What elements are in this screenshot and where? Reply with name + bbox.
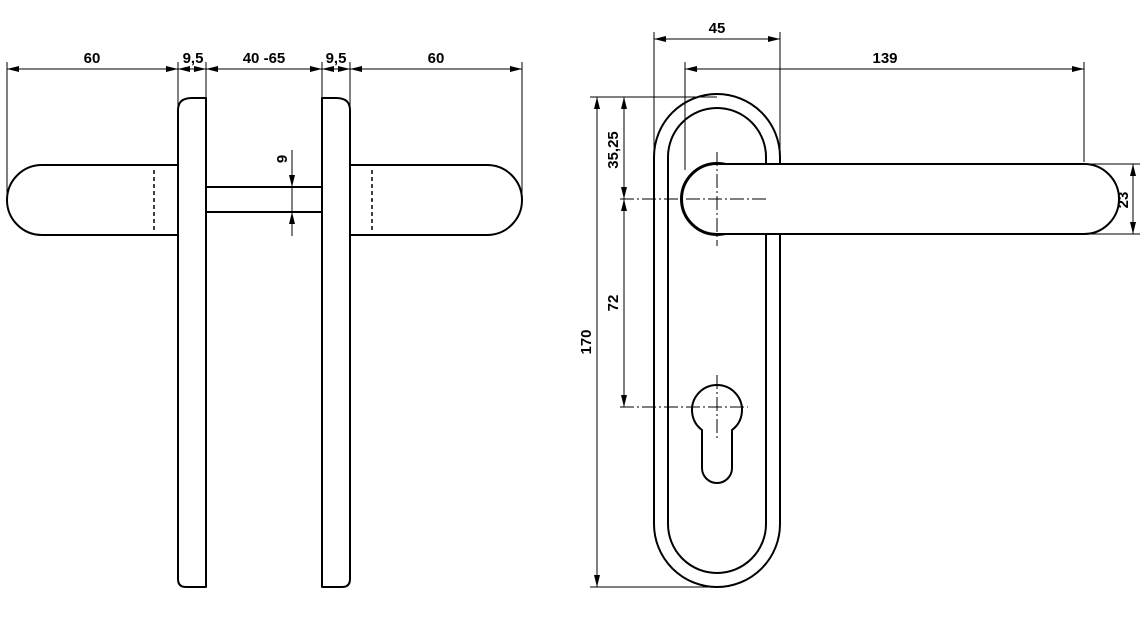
arrow bbox=[510, 66, 522, 72]
dim-spindle-to-cylinder: 72 bbox=[605, 295, 622, 312]
backplate-inner bbox=[667, 107, 767, 574]
arrow bbox=[621, 97, 627, 109]
front-view: 45 139 170 35,25 72 23 bbox=[578, 20, 1140, 588]
dim-spindle-offset: 35,25 bbox=[605, 131, 622, 169]
arrow bbox=[350, 66, 362, 72]
arrow bbox=[768, 36, 780, 42]
dim-right-lever-length: 60 bbox=[428, 50, 445, 67]
arrow bbox=[206, 66, 218, 72]
arrow bbox=[594, 97, 600, 109]
arrow bbox=[654, 36, 666, 42]
arrow bbox=[621, 395, 627, 407]
dim-right-rose-thickness: 9,5 bbox=[326, 50, 347, 67]
arrow bbox=[289, 175, 295, 187]
left-rose-plate bbox=[177, 97, 207, 588]
left-lever bbox=[6, 164, 178, 236]
dim-spindle-size: 9 bbox=[274, 155, 291, 163]
dim-left-rose-thickness: 9,5 bbox=[183, 50, 204, 67]
arrow bbox=[194, 66, 206, 72]
arrow bbox=[310, 66, 322, 72]
arrow bbox=[1072, 66, 1084, 72]
arrow bbox=[685, 66, 697, 72]
right-rose-plate bbox=[321, 97, 351, 588]
dim-plate-height: 170 bbox=[578, 329, 595, 354]
arrow bbox=[1130, 222, 1136, 234]
arrow bbox=[178, 66, 190, 72]
dim-plate-width: 45 bbox=[709, 20, 726, 37]
arrow bbox=[322, 66, 334, 72]
arrow bbox=[289, 212, 295, 224]
right-lever bbox=[350, 164, 523, 236]
side-view: 60 9,5 40 -65 9,5 60 9 bbox=[6, 50, 523, 588]
arrow bbox=[621, 187, 627, 199]
arrow bbox=[166, 66, 178, 72]
arrow bbox=[7, 66, 19, 72]
dim-lever-diameter: 23 bbox=[1115, 192, 1132, 209]
arrow bbox=[594, 575, 600, 587]
cylinder-keyhole bbox=[691, 384, 743, 484]
arrow bbox=[338, 66, 350, 72]
dim-left-lever-length: 60 bbox=[84, 50, 101, 67]
dim-door-thickness: 40 -65 bbox=[243, 50, 286, 67]
arrow bbox=[1130, 164, 1136, 176]
arrow bbox=[621, 199, 627, 211]
dim-lever-projection: 139 bbox=[872, 50, 897, 67]
